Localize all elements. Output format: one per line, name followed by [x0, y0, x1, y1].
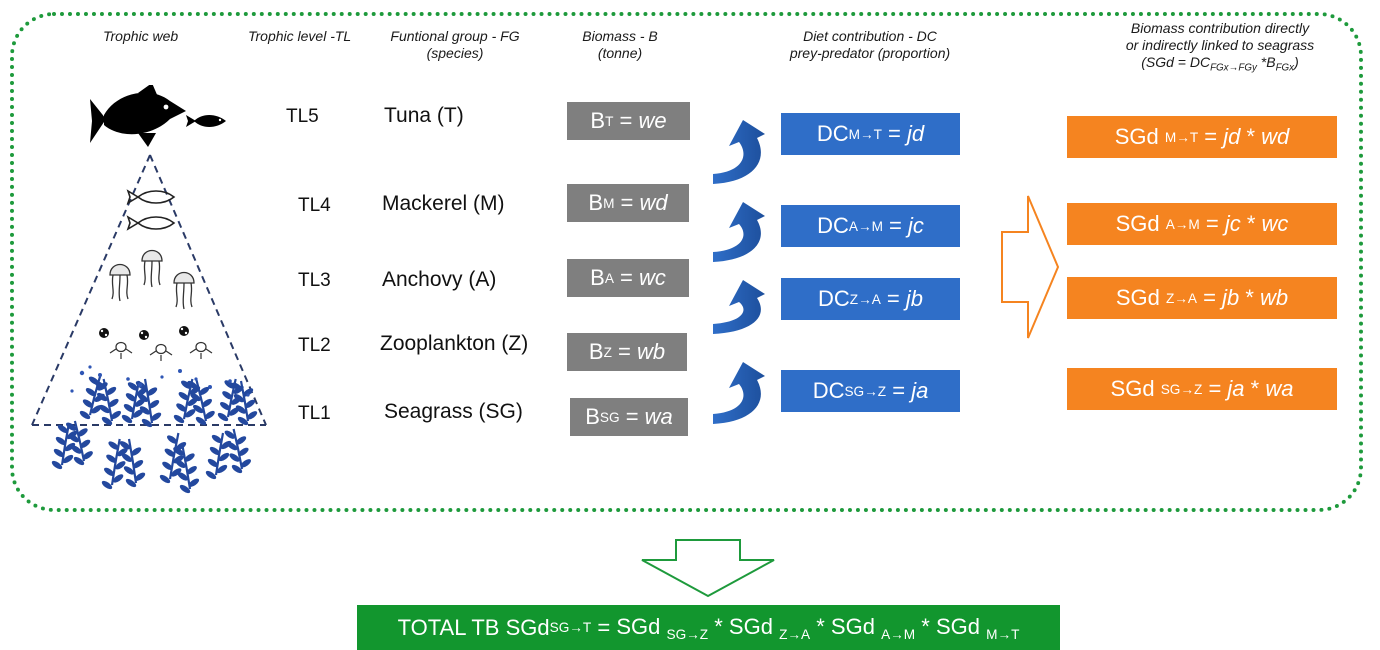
trophic-level-label: TL1: [298, 403, 331, 424]
functional-group-label: Mackerel (M): [382, 192, 505, 215]
trophic-level-label: TL5: [286, 106, 319, 127]
sgd-formula: (SGd = DCFGx→FGy *BFGx): [1141, 54, 1299, 74]
functional-group-label: Zooplankton (Z): [380, 332, 529, 355]
green-down-arrow-icon: [641, 539, 775, 598]
plankton-icon: [99, 326, 189, 340]
header-biomass: Biomass - B (tonne): [582, 28, 658, 61]
fish-icon: [126, 189, 176, 231]
ecosystem-frame: [10, 12, 1363, 512]
functional-group-label: Seagrass (SG): [384, 400, 523, 423]
header-trophic-level: Trophic level -TL: [248, 28, 352, 44]
seagrass-contribution-box: SGd M→T = jd * wd: [1067, 116, 1337, 158]
seagrass-contribution-box: SGd Z→A = jb * wb: [1067, 277, 1337, 319]
total-term: SGd: [728, 613, 773, 639]
trophic-level-label: TL4: [298, 195, 331, 216]
seagrass-contribution-box: SGd SG→Z = ja * wa: [1067, 368, 1337, 410]
orange-arrow-icon: [1001, 195, 1060, 339]
seagrass-bubbles: [70, 365, 250, 397]
curved-arrow-icon: [713, 120, 765, 184]
functional-group-label: Tuna (T): [384, 104, 464, 127]
trophic-level-label: TL2: [298, 335, 331, 356]
fish-icon: [90, 85, 186, 147]
header-biomass-contribution: Biomass contribution directly or indirec…: [1090, 20, 1350, 76]
seagrass-icon: [51, 374, 258, 494]
jellyfish-icon: [109, 249, 195, 310]
trophic-arrows: [713, 120, 765, 424]
seagrass-contribution-box: SGd A→M = jc * wc: [1067, 203, 1337, 245]
header-diet-contribution: Diet contribution - DC prey-predator (pr…: [789, 28, 951, 61]
curved-arrow-icon: [713, 202, 765, 262]
trophic-level-label: TL3: [298, 270, 331, 291]
curved-arrow-icon: [713, 280, 765, 334]
total-term: SGd: [830, 613, 875, 639]
header-functional-group: Funtional group - FG (species): [390, 28, 520, 61]
fish-icon: [186, 115, 226, 127]
header-trophic-web: Trophic web: [103, 28, 179, 44]
plankton-icon: [109, 341, 213, 361]
total-term: SGd: [935, 613, 980, 639]
trophic-web-illustration: [31, 85, 267, 494]
functional-group-label: Anchovy (A): [382, 268, 497, 291]
total-term: SGd: [616, 613, 661, 639]
curved-arrow-icon: [713, 362, 765, 424]
